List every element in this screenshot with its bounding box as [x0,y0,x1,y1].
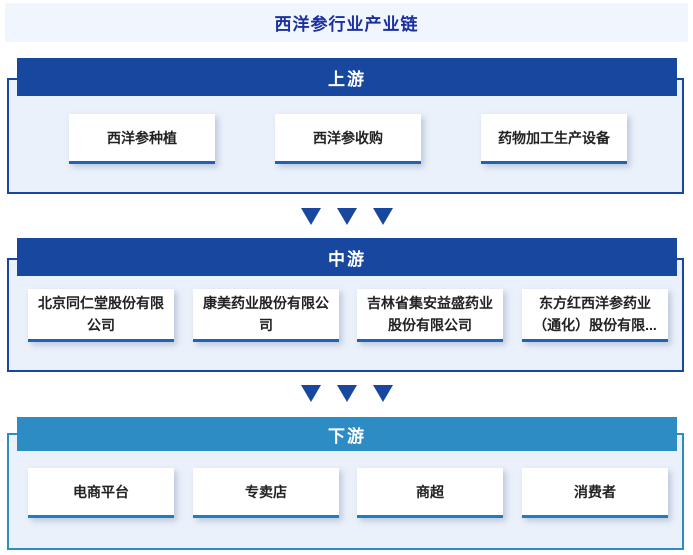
card-midstream-company-2: 康美药业股份有限公 司 [193,289,339,342]
down-arrow-icon [336,208,357,225]
down-arrow-icon [372,208,393,225]
card-downstream-specialty-store: 专卖店 [193,468,339,518]
card-midstream-company-4: 东方红西洋参药业 （通化）股份有限... [522,289,668,342]
card-downstream-consumer: 消费者 [522,468,668,518]
section-header-downstream: 下游 [17,417,677,451]
down-arrow-icon [372,385,393,402]
card-upstream-purchase: 西洋参收购 [275,114,421,164]
card-upstream-equipment: 药物加工生产设备 [481,114,627,164]
page-title: 西洋参行业产业链 [274,15,419,34]
card-downstream-ecommerce: 电商平台 [28,468,174,518]
section-header-upstream: 上游 [17,58,677,96]
card-upstream-planting: 西洋参种植 [69,114,215,164]
down-arrow-icon [300,385,321,402]
down-arrow-icon [300,208,321,225]
page-title-band: 西洋参行业产业链 [5,3,688,42]
card-midstream-company-3: 吉林省集安益盛药业 股份有限公司 [357,289,503,342]
section-label-upstream: 上游 [328,69,366,89]
section-label-midstream: 中游 [328,249,366,269]
section-header-midstream: 中游 [17,238,677,276]
arrow-row-2 [0,385,693,402]
down-arrow-icon [336,385,357,402]
arrow-row-1 [0,208,693,225]
section-label-downstream: 下游 [328,426,366,446]
card-downstream-supermarket: 商超 [357,468,503,518]
card-midstream-company-1: 北京同仁堂股份有限 公司 [28,289,174,342]
